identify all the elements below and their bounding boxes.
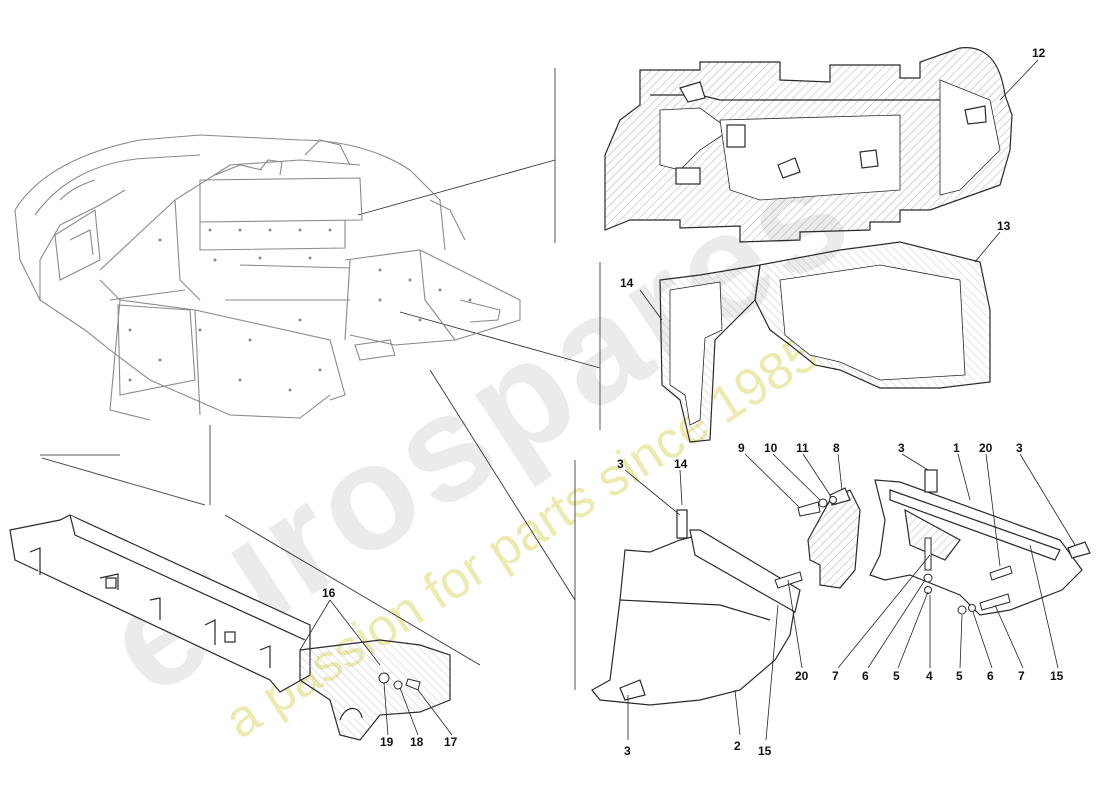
chassis-rivets xyxy=(128,228,472,392)
callout-20: 20 xyxy=(795,669,809,683)
part-13-panel xyxy=(754,241,991,389)
part-1-guard xyxy=(869,469,1091,616)
callout-19: 19 xyxy=(380,735,394,749)
callout-9: 9 xyxy=(738,441,745,455)
chassis-frame xyxy=(14,134,521,421)
callout-10: 10 xyxy=(764,441,778,455)
bracket-lines xyxy=(40,68,601,690)
callout-3: 3 xyxy=(1016,441,1023,455)
callout-20: 20 xyxy=(979,441,993,455)
callout-13: 13 xyxy=(997,219,1011,233)
part-16-trim xyxy=(9,514,451,741)
callout-7: 7 xyxy=(1018,669,1025,683)
callout-17: 17 xyxy=(444,735,458,749)
callout-3: 3 xyxy=(624,744,631,758)
fasteners-left xyxy=(378,672,421,691)
callout-14: 14 xyxy=(674,457,688,471)
callout-labels: 12 13 14 3 14 9 10 11 8 3 1 20 3 16 19 1… xyxy=(322,46,1064,758)
callout-leaders xyxy=(299,59,1076,741)
callout-7: 7 xyxy=(832,669,839,683)
leader-lines xyxy=(224,159,601,666)
callout-16: 16 xyxy=(322,586,336,600)
callout-14: 14 xyxy=(620,276,634,290)
part-12-panel xyxy=(604,47,1013,243)
callout-1: 1 xyxy=(953,441,960,455)
callout-12: 12 xyxy=(1032,46,1046,60)
callout-11: 11 xyxy=(796,441,809,455)
callout-6: 6 xyxy=(987,669,994,683)
callout-3: 3 xyxy=(617,457,624,471)
callout-15: 15 xyxy=(758,744,772,758)
callout-2: 2 xyxy=(734,739,741,753)
fasteners-9-11 xyxy=(797,496,837,517)
callout-4: 4 xyxy=(926,669,933,683)
callout-3: 3 xyxy=(898,441,905,455)
callout-5: 5 xyxy=(893,669,900,683)
part-2-guard xyxy=(591,509,801,706)
callout-8: 8 xyxy=(833,441,840,455)
fasteners-right xyxy=(774,537,1013,615)
callout-15: 15 xyxy=(1050,669,1064,683)
callout-18: 18 xyxy=(410,735,424,749)
callout-5: 5 xyxy=(956,669,963,683)
callout-6: 6 xyxy=(862,669,869,683)
part-14-panel xyxy=(659,264,761,443)
